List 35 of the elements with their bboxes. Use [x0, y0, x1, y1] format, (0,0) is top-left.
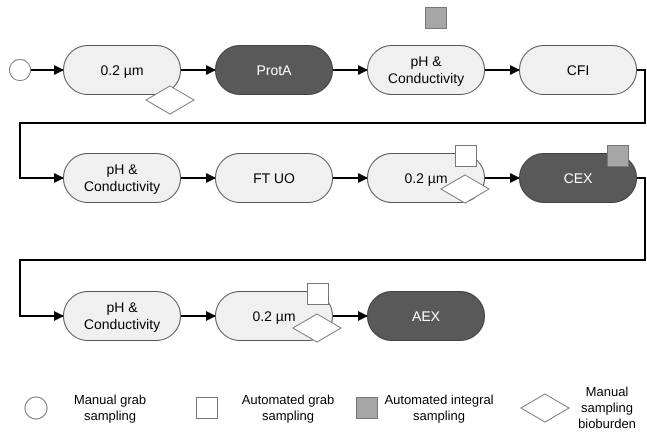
- process-pill: [215, 153, 333, 203]
- arrow: [181, 311, 216, 321]
- process-pill: [63, 45, 181, 95]
- arrow: [333, 311, 368, 321]
- step-label: 0.2 µm: [251, 308, 297, 324]
- step-label: CEX: [562, 170, 594, 186]
- arrow: [485, 173, 520, 183]
- process-pill: [215, 45, 333, 95]
- step-label: ProtA: [255, 62, 292, 78]
- step-label: pH & Conductivity: [386, 53, 466, 87]
- arrow: [333, 65, 368, 75]
- process-pill: [367, 291, 485, 341]
- process-pill: [367, 45, 485, 95]
- arrow: [181, 65, 216, 75]
- arrow: [31, 65, 64, 75]
- step-label: 0.2 µm: [99, 62, 145, 78]
- step-label: pH & Conductivity: [82, 161, 162, 195]
- step-label: pH & Conductivity: [82, 299, 162, 333]
- legend-label: Automated grab sampling: [240, 392, 336, 424]
- legend-label: Manual grab sampling: [72, 392, 148, 424]
- step-label: 0.2 µm: [403, 170, 449, 186]
- step-label: FT UO: [252, 170, 296, 186]
- step-label: CFI: [566, 62, 590, 78]
- arrow: [19, 69, 646, 183]
- arrow: [19, 177, 646, 321]
- process-pill: [519, 153, 637, 203]
- process-pill: [63, 291, 181, 341]
- step-label: AEX: [410, 308, 441, 324]
- arrow: [333, 173, 368, 183]
- legend-label: Automated integral sampling: [384, 392, 494, 424]
- process-pill: [63, 153, 181, 203]
- legend-label: Manual sampling bioburden: [577, 384, 637, 432]
- arrow: [181, 173, 216, 183]
- process-pill: [519, 45, 637, 95]
- arrow: [485, 65, 520, 75]
